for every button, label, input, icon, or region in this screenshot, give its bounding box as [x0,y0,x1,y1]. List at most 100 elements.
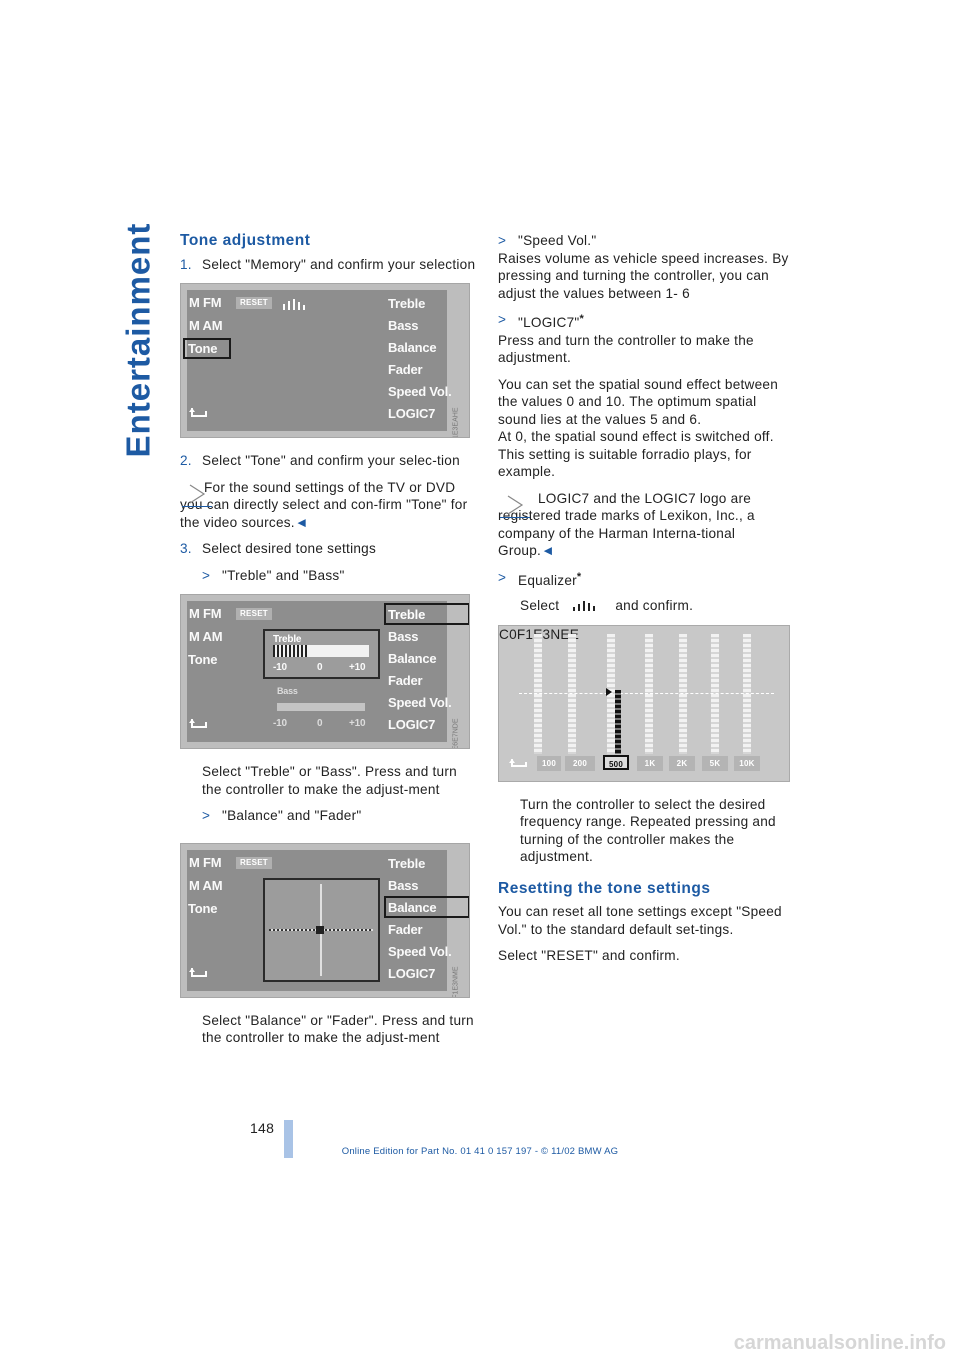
end-mark: ◄ [541,543,555,558]
menu-balance: Balance [388,651,437,666]
eq-band-200: 200 [565,755,595,771]
back-arrow-icon [189,716,209,732]
note-text: For the sound settings of the TV or DVD … [180,479,468,530]
eq-bar [711,633,719,754]
screen-memory-menu: M FM RESET M AM Tone Treble Bass Balance… [180,283,470,438]
screen-balance-fader: M FM RESET M AM Tone Treble Bass Balance… [180,842,470,998]
treble-scale-mid: 0 [317,662,323,673]
eq-zero-line [519,692,774,694]
text-spatial: You can set the spatial sound effect bet… [498,376,779,427]
eq-pointer-icon [606,687,612,696]
note-trademark: LOGIC7 and the LOGIC7 logo are registere… [498,490,793,560]
menu-logic7: LOGIC7 [388,406,436,421]
menu-treble: Treble [388,855,426,871]
select-equalizer: Select and confirm. [520,597,793,615]
step-number: 3. [180,541,192,556]
bullet-balance-fader: > "Balance" and "Fader" [202,807,480,825]
menu-logic7: LOGIC7 [388,965,436,981]
equalizer-icon [281,297,309,310]
text-reset-confirm: Select "RESET" and confirm. [498,948,680,963]
treble-slider [273,645,369,657]
center-point [316,925,324,934]
image-code: C0F1E3NME [452,966,460,998]
menu-treble: Treble [388,607,426,622]
bullet-text: "LOGIC7" [518,315,580,330]
bullet-arrow-icon: > [202,808,211,823]
menu-tone: Tone [188,341,218,356]
bass-slider [277,703,365,711]
step-3: 3. Select desired tone settings [180,540,480,558]
step-number: 1. [180,256,192,272]
note-video-sources: For the sound settings of the TV or DVD … [180,479,480,532]
back-arrow-icon [189,405,209,421]
note-triangle-icon [500,492,530,518]
bullet-text: "Treble" and "Bass" [222,567,345,583]
menu-m-fm: M FM [189,295,222,310]
eq-bar [743,633,751,754]
eq-bar [679,633,687,754]
bass-scale-max: +10 [349,718,366,729]
eq-band-2k: 2K [669,755,695,771]
back-arrow-icon [189,965,209,981]
selection-box [183,338,231,359]
step-1: 1. Select "Memory" and confirm your sele… [180,256,480,274]
menu-m-fm: M FM [189,854,222,870]
menu-tone: Tone [188,652,218,667]
step-number: 2. [180,453,192,468]
screen-treble-bass: M FM RESET M AM Tone Treble Bass Balance… [180,594,470,749]
note-triangle-icon [182,481,212,507]
text-logic7: Press and turn the controller to make th… [498,332,754,366]
section-tab-label: Entertainment [119,222,157,458]
eq-band-1k: 1K [637,755,663,771]
back-arrow-icon [509,756,529,771]
bass-scale-min: -10 [273,718,287,729]
eq-band-5k: 5K [702,755,728,771]
bullet-arrow-icon: > [498,233,507,248]
menu-balance: Balance [388,899,437,915]
bullet-arrow-icon: > [498,312,507,327]
menu-tone: Tone [188,900,218,916]
eq-band-100: 100 [537,755,561,771]
text-equalizer: Turn the controller to select the desire… [520,796,776,865]
eq-bar [645,633,653,754]
select-pre: Select [520,598,560,613]
footer-text: Online Edition for Part No. 01 41 0 157 … [341,1146,619,1157]
treble-scale-max: +10 [349,662,366,673]
menu-logic7: LOGIC7 [388,717,436,732]
treble-label: Treble [273,634,302,645]
menu-speed-vol: Speed Vol. [388,695,452,710]
reset-chip: RESET [236,608,272,620]
text-spatial-off: At 0, the spatial sound effect is switch… [498,429,774,479]
eq-band-500-selected: 500 [603,754,629,770]
step-text: Select desired tone settings [202,541,377,556]
heading-tone-adjustment: Tone adjustment [180,232,311,249]
optional-star: * [579,313,585,325]
select-post: and confirm. [615,598,694,613]
menu-speed-vol: Speed Vol. [388,384,452,399]
footer-bar [284,1120,293,1158]
bullet-equalizer: > Equalizer* [498,569,793,590]
menu-bass: Bass [388,318,419,333]
selection-box [384,603,469,625]
equalizer-icon [569,598,605,611]
text-treble-bass: Select "Treble" or "Bass". Press and tur… [202,764,457,797]
text-balance-fader: Select "Balance" or "Fader". Press and t… [202,1012,474,1046]
note-text: LOGIC7 and the LOGIC7 logo are registere… [498,490,755,559]
menu-m-am: M AM [189,318,223,333]
menu-m-fm: M FM [189,606,222,621]
bullet-speed-vol: > "Speed Vol." [498,232,793,250]
image-code: C0F1E3EAHE [452,407,460,438]
heading-resetting: Resetting the tone settings [498,879,711,897]
step-text: Select "Memory" and confirm your selecti… [202,256,476,272]
text-reset: You can reset all tone settings except "… [498,904,782,937]
menu-m-am: M AM [189,877,223,893]
eq-bar [568,633,576,754]
bullet-arrow-icon: > [498,569,507,585]
bullet-logic7: > "LOGIC7"* [498,311,793,332]
step-text: Select "Tone" and confirm your selec-tio… [202,453,460,468]
section-tab: Entertainment [118,222,158,458]
reset-chip: RESET [236,856,272,869]
screen-display [187,290,447,431]
menu-fader: Fader [388,673,423,688]
bullet-text: "Balance" and "Fader" [222,808,362,823]
